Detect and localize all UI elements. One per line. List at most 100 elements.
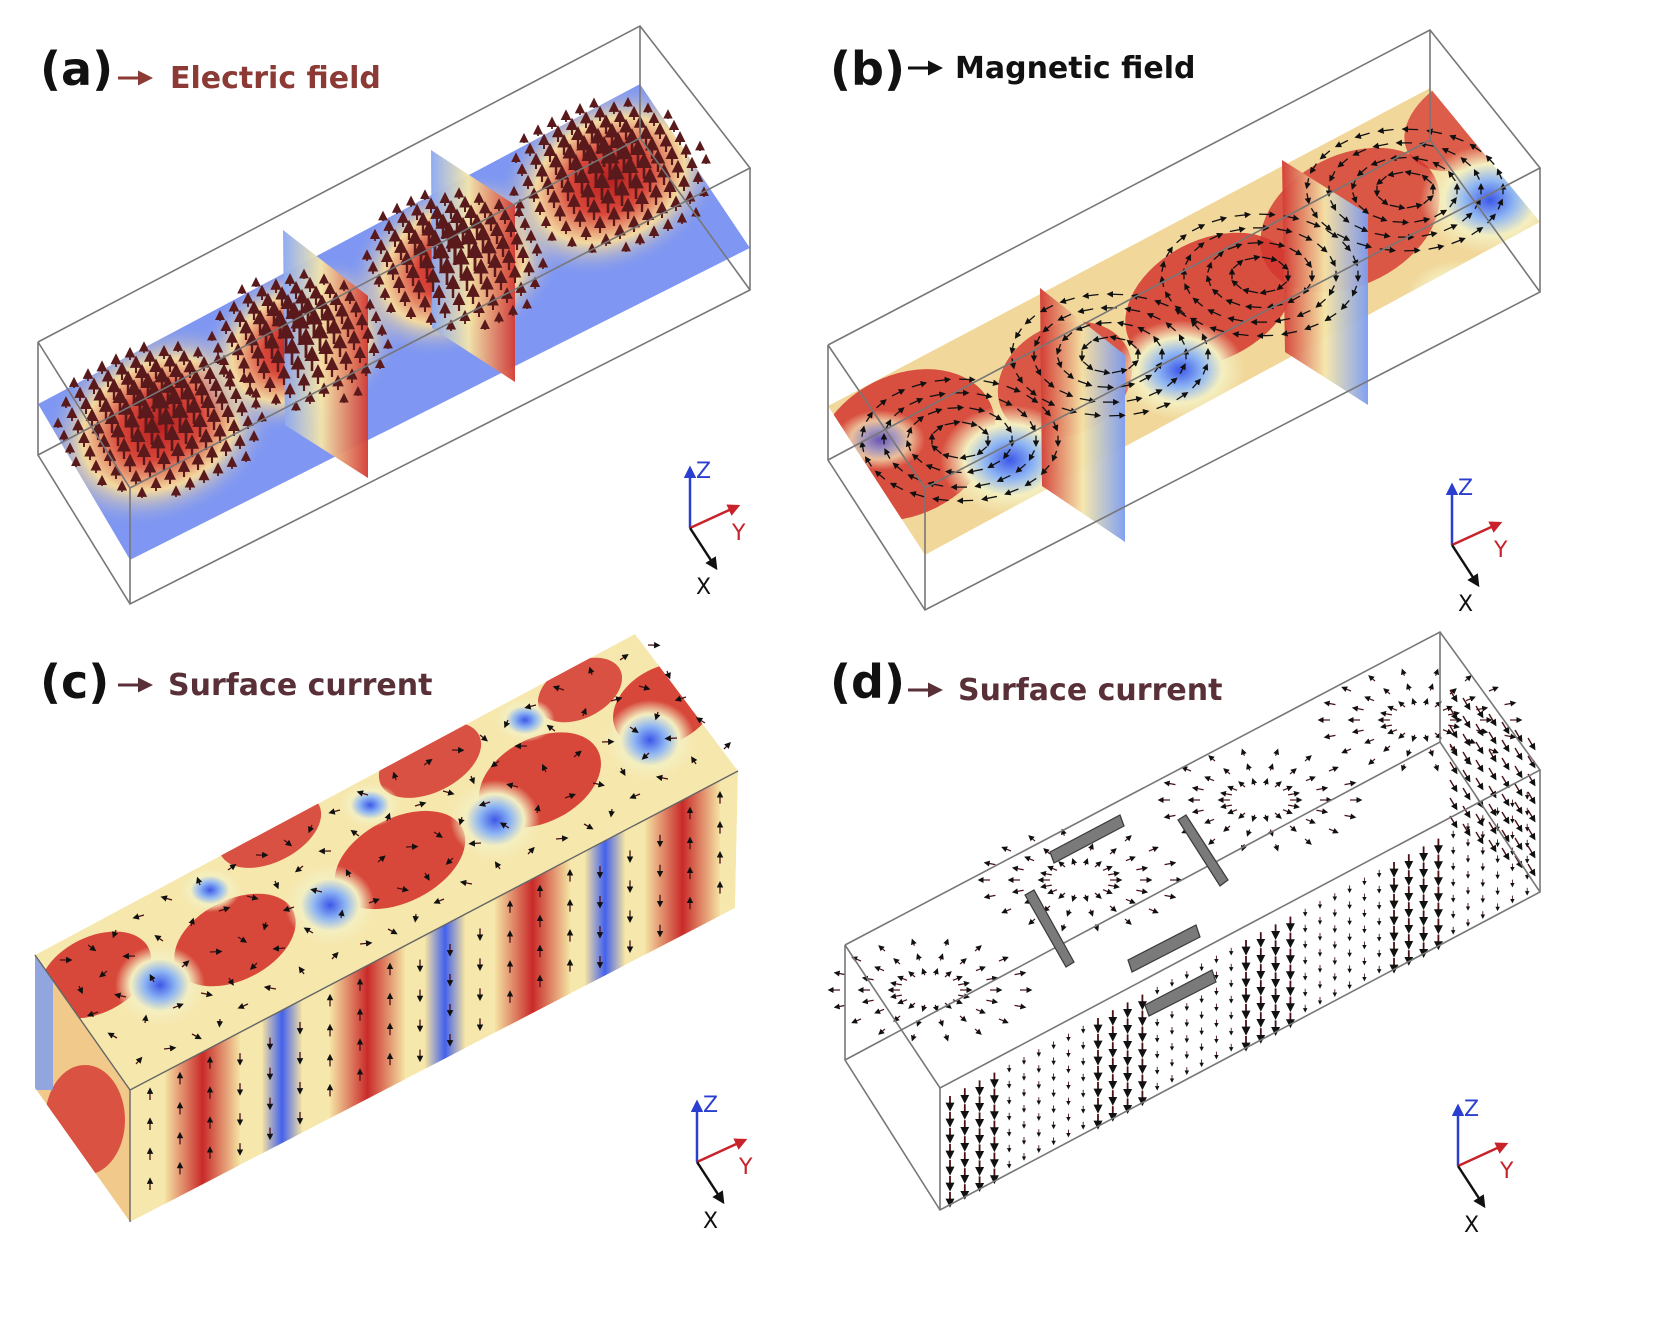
current-arrow [1527,809,1536,823]
h-field-arrow [1406,202,1423,210]
current-arrow [1251,814,1258,822]
current-arrow [1380,723,1392,730]
h-field-arrow [1084,411,1102,419]
y-axis-arrow [696,1138,748,1164]
current-arrow [1136,888,1149,895]
current-arrow [897,975,908,982]
h-field-arrow [1370,159,1386,166]
current-arrow [1220,803,1232,810]
current-arrow [458,816,465,826]
current-arrow [99,970,108,978]
current-arrow [1223,768,1231,775]
current-arrow [1514,765,1523,779]
current-arrow [1328,827,1339,834]
current-arrow [1191,785,1204,792]
current-arrow [1514,747,1523,761]
h-field-arrow [1372,142,1389,149]
current-arrow [1181,766,1192,773]
h-field-arrow [1298,233,1313,241]
current-arrow [1449,779,1458,793]
current-arrow [932,1004,939,1012]
current-arrow [573,750,582,758]
current-arrow [1514,855,1523,869]
h-field-arrow [987,460,1001,469]
h-field-arrow [1356,167,1368,177]
h-field-arrow [944,419,961,427]
current-arrow [974,1028,982,1035]
current-arrow [350,829,360,837]
h-field-arrow [1231,280,1242,290]
current-arrow [1501,829,1510,843]
h-field-arrow [913,415,925,426]
current-arrow [1262,778,1269,786]
h-field-arrow [1245,303,1262,311]
current-arrow [1344,780,1357,787]
current-arrow [310,887,323,894]
h-field-arrow [1309,163,1318,174]
current-arrow [433,897,445,904]
x-axis-arrow [1450,544,1480,588]
h-field-arrow [929,391,946,398]
current-arrow [387,928,398,935]
h-field-arrow [1296,309,1311,318]
current-arrow [1433,668,1439,676]
current-arrow [499,822,510,829]
current-arrow [619,767,626,776]
panel-b-magnetic-field: (b) Magnetic field [827,28,1542,612]
current-arrow [1488,803,1497,817]
h-field-arrow [932,496,949,503]
current-arrow [1449,725,1458,739]
h-field-arrow [1137,326,1151,335]
h-field-arrow [1028,450,1036,461]
current-arrow [1124,918,1132,925]
panel-a-legend-text: Electric field [170,61,381,96]
h-field-arrow [981,495,998,502]
current-arrow [1401,668,1407,676]
h-field-arrow [1358,204,1370,215]
current-arrow [874,1008,885,1014]
x-axis-arrow [688,527,718,571]
current-arrow [107,1032,118,1039]
current-arrow [629,792,641,799]
current-arrow [1164,893,1177,900]
h-field-arrow [1434,209,1448,218]
current-arrow [1323,733,1336,740]
current-arrow [1401,764,1407,772]
current-arrow [412,913,420,923]
current-arrow [952,975,963,982]
h-field-arrow [1497,198,1504,210]
h-field-arrow [1242,287,1259,295]
current-arrow [943,1034,949,1042]
current-arrow [1043,905,1051,912]
current-arrow [1514,801,1523,815]
current-arrow [1227,785,1238,792]
current-arrow [1061,828,1067,836]
current-arrow [1282,808,1293,815]
h-field-arrow [1095,319,1112,327]
h-field-arrow [1176,391,1189,401]
current-arrow [1088,843,1094,851]
h-field-arrow [1460,157,1472,167]
current-arrow [1238,781,1246,788]
current-arrow [1223,825,1231,832]
h-field-arrow [1009,342,1016,355]
current-arrow [282,905,295,912]
h-field-arrow [1165,322,1177,332]
h-field-arrow [1244,254,1261,262]
panel-a-field-plane [38,84,750,560]
current-arrow [1462,751,1471,765]
y-axis-label: Y [1493,538,1508,563]
h-field-arrow [1026,394,1039,404]
x-axis-label: X [1458,592,1473,617]
current-arrow [959,958,967,965]
h-field-arrow [1059,297,1075,304]
current-arrow [1163,780,1176,787]
h-field-arrow [1232,331,1249,338]
current-arrow [328,808,341,815]
current-arrow [1351,705,1364,712]
current-arrow [893,958,901,965]
current-arrow [112,929,119,939]
current-arrow [1442,705,1453,712]
current-arrow [1406,683,1412,691]
h-field-arrow [1496,168,1503,180]
